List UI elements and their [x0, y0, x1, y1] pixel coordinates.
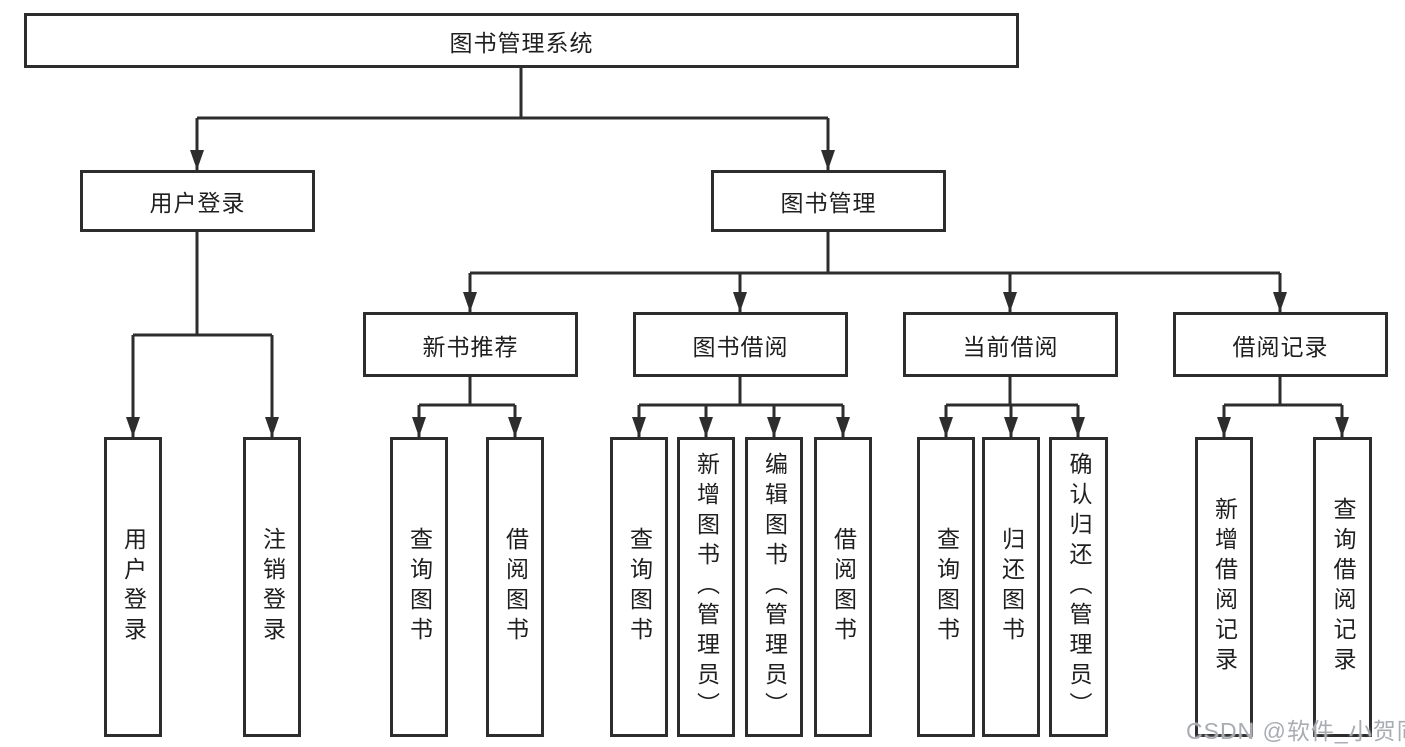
edge-root-split	[197, 68, 828, 120]
node-label: 查询借阅记录	[1330, 497, 1356, 677]
node-label: 借阅图书	[830, 527, 857, 647]
node-label: 查询图书	[626, 527, 653, 647]
node-label: 新增图书（管理员）	[693, 452, 720, 722]
leaf-logout: 注销登录	[243, 437, 301, 737]
leaf-borrow-books-1: 借阅图书	[486, 437, 544, 737]
node-book-borrowing: 图书借阅	[633, 312, 848, 377]
leaf-edit-books-admin: 编辑图书（管理员）	[745, 437, 803, 737]
leaf-user-login: 用户登录	[104, 437, 162, 737]
node-label: 确认归还（管理员）	[1066, 452, 1092, 722]
edge-record-split	[1224, 377, 1342, 407]
node-label: 新书推荐	[422, 333, 519, 360]
node-label: 当前借阅	[962, 333, 1059, 360]
node-book-management: 图书管理	[711, 170, 946, 232]
node-label: 归还图书	[998, 527, 1025, 647]
leaf-add-borrow-record: 新增借阅记录	[1195, 437, 1253, 737]
node-label: 用户登录	[120, 527, 147, 647]
edge-current-split	[946, 377, 1078, 407]
leaf-add-books-admin: 新增图书（管理员）	[677, 437, 735, 737]
leaf-query-books-3: 查询图书	[917, 437, 975, 737]
node-system-root: 图书管理系统	[24, 13, 1019, 68]
node-label: 注销登录	[259, 527, 286, 647]
leaf-borrow-books-2: 借阅图书	[814, 437, 872, 737]
leaf-confirm-return-admin: 确认归还（管理员）	[1049, 437, 1108, 737]
edge-borrow-split	[639, 377, 843, 407]
edge-bookmgmt-split	[470, 232, 1280, 275]
node-label: 借阅记录	[1232, 333, 1329, 360]
node-label: 查询图书	[406, 527, 433, 647]
node-new-book-recommend: 新书推荐	[363, 312, 578, 377]
edge-userlogin-split	[133, 232, 272, 337]
leaf-return-books: 归还图书	[982, 437, 1040, 737]
node-label: 新增借阅记录	[1211, 497, 1238, 677]
csdn-watermark: CSDN @软件_小贺同学	[1186, 718, 1405, 744]
node-label: 查询图书	[933, 527, 960, 647]
leaf-query-books-2: 查询图书	[610, 437, 668, 737]
node-user-login: 用户登录	[80, 170, 315, 232]
node-label: 借阅图书	[502, 527, 529, 647]
node-label: 图书管理系统	[449, 29, 594, 56]
leaf-query-borrow-record: 查询借阅记录	[1313, 437, 1372, 737]
node-label: 图书借阅	[692, 333, 789, 360]
node-borrow-records: 借阅记录	[1173, 312, 1388, 377]
leaf-query-books-1: 查询图书	[390, 437, 448, 737]
node-label: 图书管理	[780, 190, 877, 216]
edge-newbook-split	[419, 377, 515, 407]
node-label: 用户登录	[149, 190, 246, 216]
node-current-borrowing: 当前借阅	[903, 312, 1118, 377]
node-label: 编辑图书（管理员）	[761, 452, 788, 722]
